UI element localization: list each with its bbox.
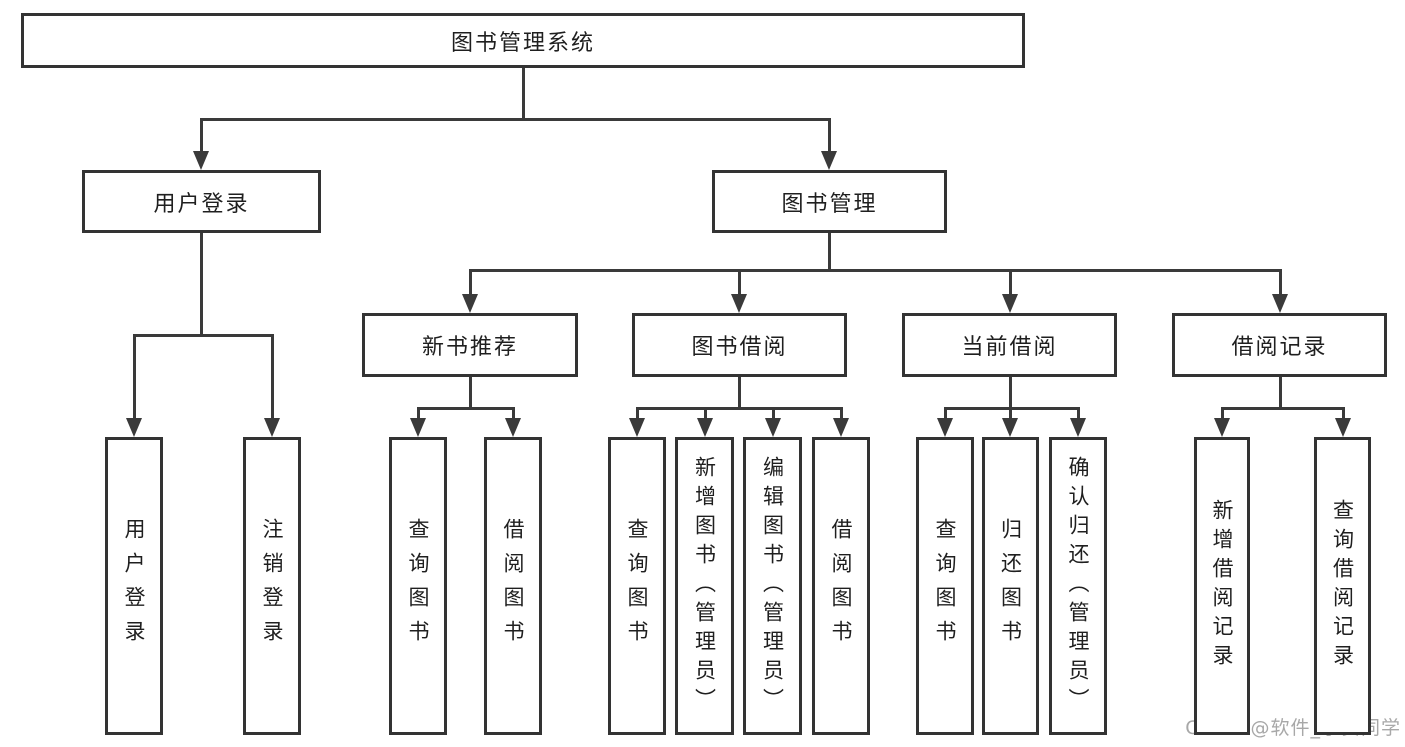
arrow-down-icon [462,294,478,313]
arrow-down-icon [264,418,280,437]
node-label: 查询图书 [933,518,957,654]
node-label: 图书借阅 [691,335,788,360]
diagram-node-book-borrow: 图书借阅 [632,313,847,377]
connector-line [1278,377,1282,408]
node-label: 图书管理 [781,191,878,217]
connector-line [771,408,775,425]
node-label: 编辑图书（管理员） [760,455,785,717]
connector-line [827,233,831,270]
diagram-node-user-login: 用户登录 [82,170,321,233]
connector-line [703,408,707,425]
arrow-down-icon [1070,418,1086,437]
connector-line [1220,406,1345,410]
diagram-node-leaf-add-borrow-record: 新增借阅记录 [1194,437,1250,735]
diagram-node-borrow-records: 借阅记录 [1172,313,1387,377]
connector-line [270,335,274,425]
connector-line [199,119,203,158]
arrow-down-icon [410,418,426,437]
arrow-down-icon [1214,418,1230,437]
arrow-down-icon [1002,294,1018,313]
node-label: 用户登录 [153,191,250,217]
arrow-down-icon [937,418,953,437]
diagram-node-leaf-return-books: 归还图书 [982,437,1039,735]
diagram-node-leaf-query-borrow-record: 查询借阅记录 [1314,437,1371,735]
diagram-node-root: 图书管理系统 [21,13,1025,68]
connector-line [839,408,843,425]
diagram-node-leaf-add-books: 新增图书（管理员） [675,437,734,735]
node-label: 新增借阅记录 [1210,499,1234,673]
connector-line [416,406,515,410]
node-label: 查询图书 [625,518,649,654]
arrow-down-icon [731,294,747,313]
connector-line [1341,408,1345,425]
node-label: 图书管理系统 [450,30,595,56]
connector-line [132,333,274,337]
node-label: 新增图书（管理员） [692,455,717,717]
diagram-node-leaf-edit-books: 编辑图书（管理员） [743,437,802,735]
diagram-node-leaf-borrow-books-1: 借阅图书 [484,437,542,735]
diagram-node-leaf-query-books-2: 查询图书 [608,437,666,735]
diagram-node-leaf-user-login: 用户登录 [105,437,163,735]
arrow-down-icon [697,418,713,437]
arrow-down-icon [1335,418,1351,437]
connector-line [511,408,515,425]
connector-line [827,119,831,158]
arrow-down-icon [1002,418,1018,437]
arrow-down-icon [629,418,645,437]
connector-line [943,406,1080,410]
arrow-down-icon [833,418,849,437]
node-label: 用户登录 [122,518,146,654]
diagram-node-leaf-query-books-3: 查询图书 [916,437,974,735]
diagram-node-leaf-query-books-1: 查询图书 [389,437,447,735]
connector-line [1008,408,1012,425]
diagram-node-current-borrow: 当前借阅 [902,313,1117,377]
node-label: 借阅图书 [501,518,525,654]
diagram-node-book-mgmt: 图书管理 [712,170,947,233]
connector-line [132,335,136,425]
node-label: 借阅图书 [829,518,853,654]
connector-line [1278,270,1282,301]
connector-line [468,270,472,301]
connector-line [468,268,1282,272]
node-label: 注销登录 [260,518,284,654]
connector-line [416,408,420,425]
connector-line [635,408,639,425]
node-label: 确认归还（管理员） [1066,455,1090,717]
connector-line [199,233,203,335]
connector-line [199,117,831,121]
node-label: 借阅记录 [1231,335,1328,360]
connector-line [1008,270,1012,301]
node-label: 新书推荐 [421,335,518,360]
connector-line [1008,377,1012,408]
diagram-node-leaf-borrow-books-2: 借阅图书 [812,437,870,735]
node-label: 归还图书 [998,518,1023,654]
diagram-node-new-book-rec: 新书推荐 [362,313,578,377]
connector-line [635,406,843,410]
connector-line [943,408,947,425]
arrow-down-icon [821,151,837,170]
connector-line [737,270,741,301]
connector-line [1220,408,1224,425]
diagram-node-leaf-logout: 注销登录 [243,437,301,735]
arrow-down-icon [1272,294,1288,313]
node-label: 查询图书 [406,518,430,654]
arrow-down-icon [765,418,781,437]
arrow-down-icon [505,418,521,437]
connector-line [1076,408,1080,425]
node-label: 当前借阅 [961,335,1058,360]
diagram-node-leaf-confirm-return: 确认归还（管理员） [1049,437,1107,735]
arrow-down-icon [193,151,209,170]
connector-line [521,68,525,119]
connector-line [737,377,741,408]
connector-line [468,377,472,408]
node-label: 查询借阅记录 [1330,499,1355,673]
arrow-down-icon [126,418,142,437]
